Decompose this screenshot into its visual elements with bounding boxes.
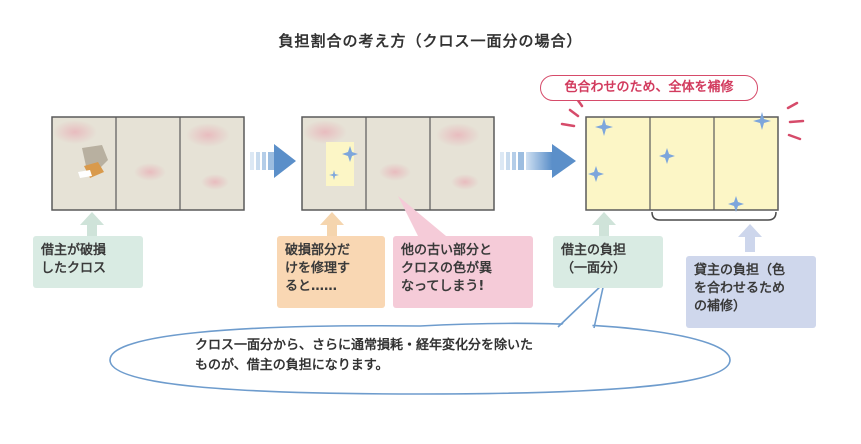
up-arrows [80, 212, 762, 252]
page-title: 負担割合の考え方（クロス一面分の場合） [278, 32, 583, 50]
mismatch-pointer [398, 196, 446, 236]
arrow-2 [500, 144, 576, 178]
label-landlord-burden: 貸主の負担（色 を合わせるため の補修） [686, 256, 816, 328]
panel-damaged [51, 116, 245, 211]
label-damaged-cloth: 借主が破損 したクロス [33, 236, 143, 288]
label-partial-repair: 破損部分だ けを修理す ると…… [277, 236, 385, 308]
summary-bubble [109, 322, 731, 395]
label-color-mismatch: 他の古い部分と クロスの色が異 なってしまう! [393, 236, 533, 308]
tear-icon [78, 145, 108, 178]
arrow-1 [250, 144, 296, 178]
landlord-bracket [651, 211, 777, 221]
full-repair-note: 色合わせのため、全体を補修 [540, 75, 758, 101]
panel-full-repair [585, 112, 779, 212]
panel-partial-repair [301, 116, 495, 211]
summary-text: クロス一面分から、さらに通常損耗・経年変化分を除いた ものが、借主の負担になりま… [195, 338, 534, 373]
label-tenant-burden: 借主の負担 （一面分） [553, 236, 663, 288]
